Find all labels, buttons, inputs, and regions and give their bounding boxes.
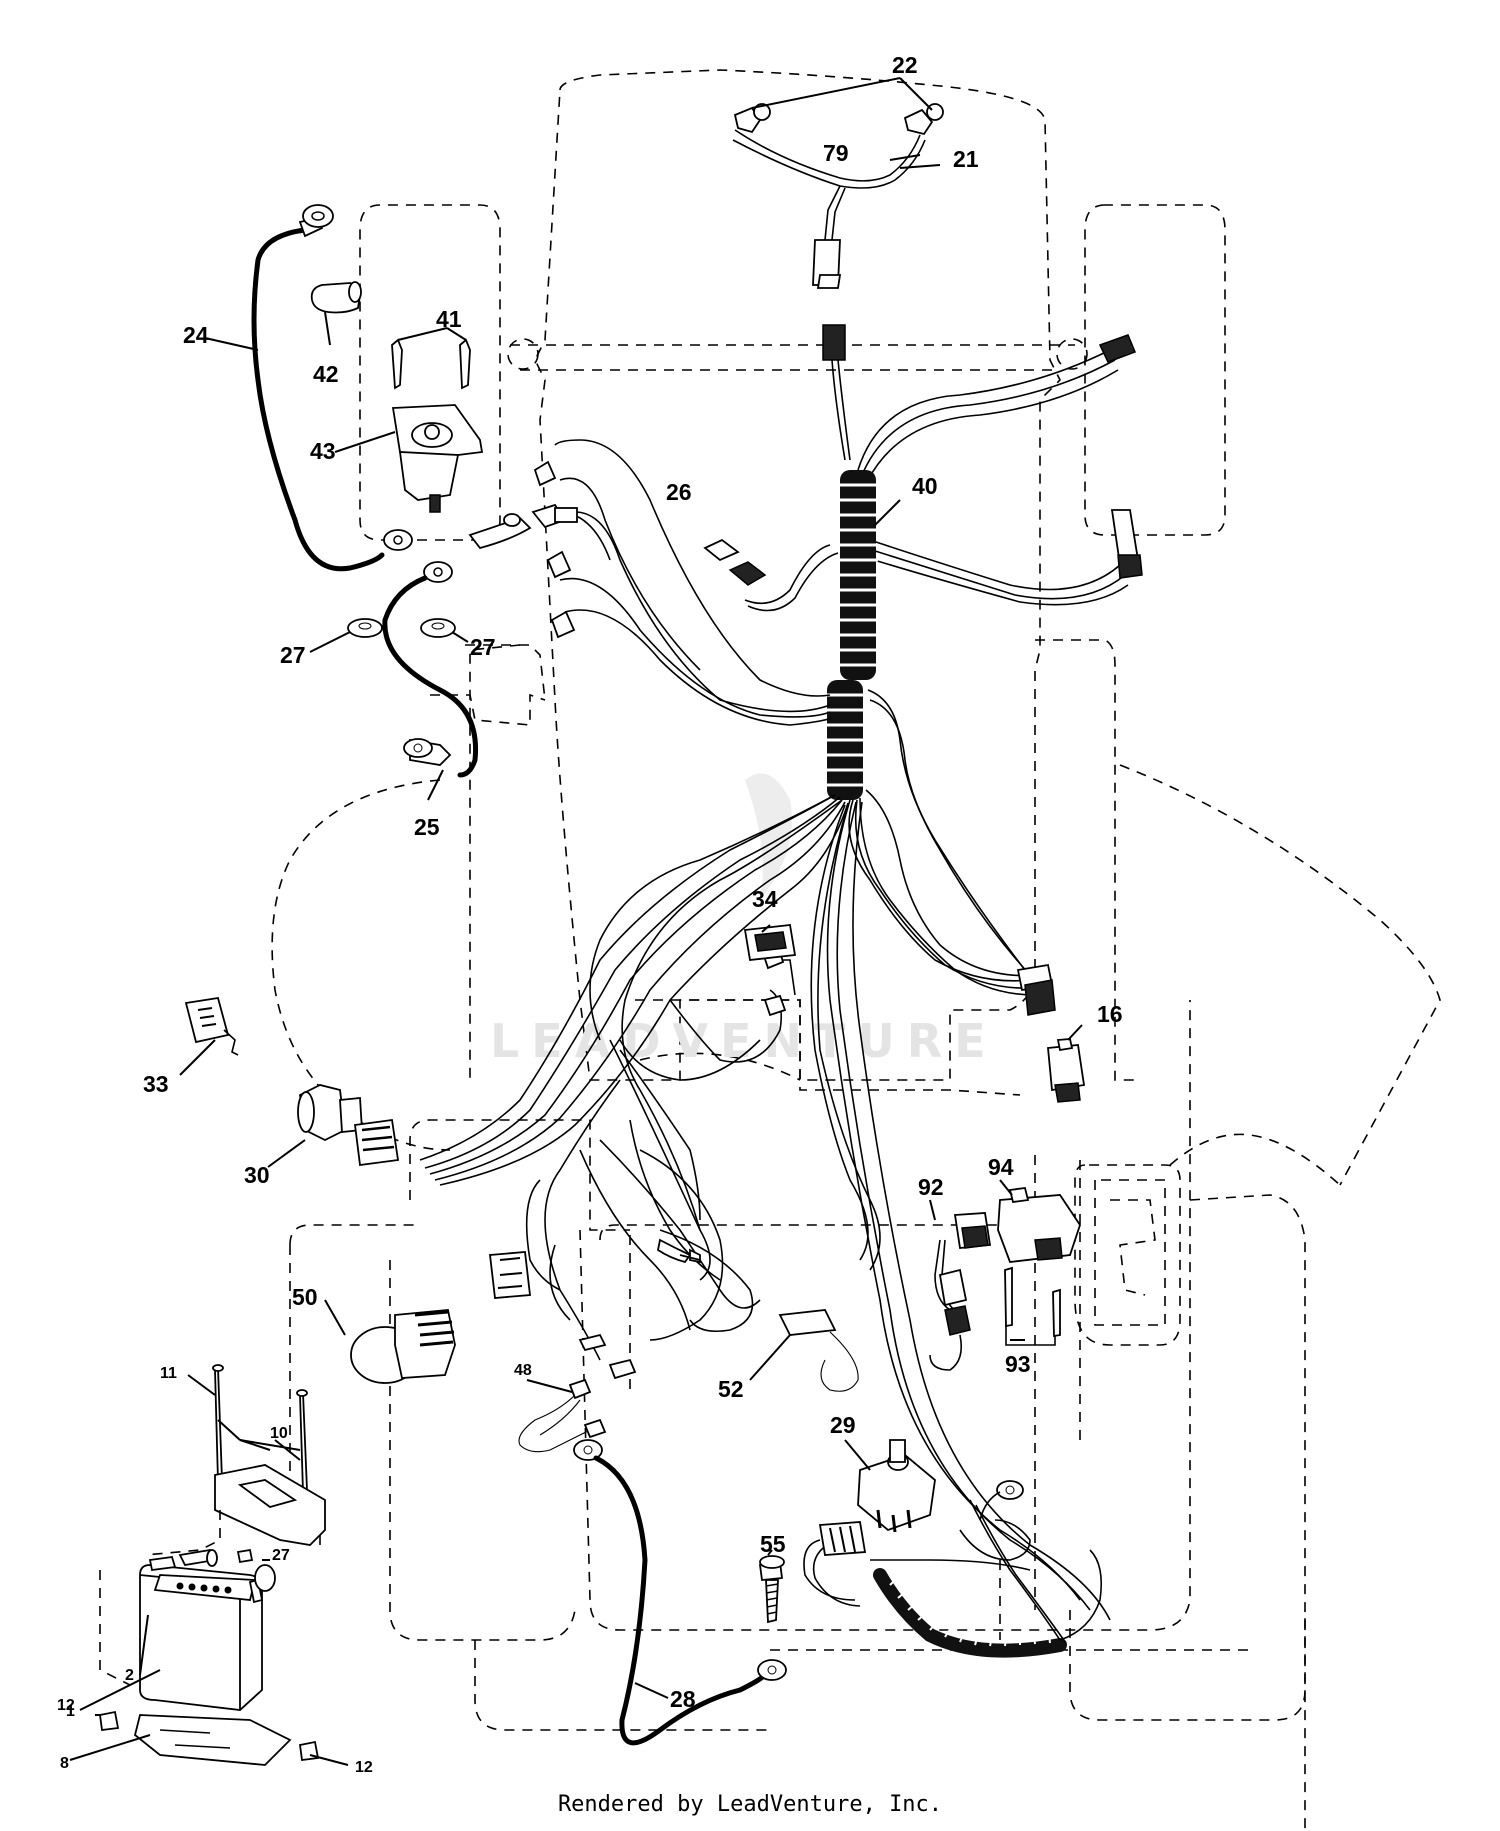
callout-25: 25: [414, 814, 440, 840]
callout-29: 29: [830, 1412, 856, 1438]
callout-94: 94: [988, 1154, 1014, 1180]
callout-48: 48: [514, 1362, 532, 1379]
leader-lines: [69, 77, 1083, 1766]
callout-27-right: 27: [470, 634, 496, 660]
callouts: 22 79 21 24 42 41 43 27 27 25 26 40 34 3…: [57, 52, 1123, 1776]
callout-40: 40: [912, 473, 938, 499]
corrugated-loom-lower: [825, 680, 865, 800]
chassis-outline: [271, 69, 1441, 1831]
callout-12-right: 12: [355, 1759, 373, 1776]
callout-34: 34: [752, 886, 778, 912]
ignition-key-33: [184, 996, 239, 1056]
callout-50: 50: [292, 1284, 318, 1310]
callout-33: 33: [143, 1071, 169, 1097]
left-terminals: [531, 460, 578, 639]
callout-43: 43: [310, 438, 336, 464]
starter-solenoid-group: [251, 204, 532, 778]
relay-29: [803, 1439, 1103, 1658]
coiled-cord: [873, 1568, 1067, 1658]
main-harness-loom: [544, 334, 1143, 800]
callout-24: 24: [183, 322, 209, 348]
callout-8: 8: [60, 1755, 69, 1772]
callout-41: 41: [436, 306, 462, 332]
fuse-26: [703, 538, 767, 586]
callout-2: 2: [125, 1667, 134, 1684]
callout-93: 93: [1005, 1351, 1031, 1377]
callout-22: 22: [892, 52, 918, 78]
seat-switch-pigtail-48: [518, 1378, 607, 1453]
callout-21: 21: [953, 146, 979, 172]
callout-55: 55: [760, 1531, 786, 1557]
callout-1: 1: [66, 1703, 75, 1720]
pto-switch-50: [350, 1251, 532, 1384]
harness-connectors: [578, 943, 1056, 1380]
callout-27-battery: 27: [272, 1547, 290, 1564]
front-harness-connector: [822, 324, 851, 461]
dash-wiring: [419, 689, 1111, 1621]
headlight-assembly: [732, 103, 944, 289]
corrugated-loom-upper: [838, 470, 878, 680]
safety-switch-16: [1047, 1038, 1086, 1103]
component-52: [778, 1309, 859, 1392]
callout-42: 42: [313, 361, 339, 387]
battery-assembly: [98, 1364, 326, 1766]
battery-cable-28: [573, 1439, 787, 1746]
ignition-switch-30: [297, 1084, 400, 1167]
callout-26: 26: [666, 479, 692, 505]
render-credit-footer: Rendered by LeadVenture, Inc.: [557, 1792, 943, 1817]
callout-52: 52: [718, 1376, 744, 1402]
module-92-94-93: [929, 1187, 1081, 1371]
callout-30: 30: [244, 1162, 270, 1188]
callout-16: 16: [1097, 1001, 1123, 1027]
watermark-text: LEADVENTURE: [490, 1014, 998, 1068]
bolt-55: [758, 1555, 785, 1624]
light-switch-34: [743, 924, 797, 961]
callout-27-left: 27: [280, 642, 306, 668]
callout-10: 10: [270, 1425, 288, 1442]
callout-79: 79: [823, 140, 849, 166]
callout-92: 92: [918, 1174, 944, 1200]
callout-12-left: 12: [57, 1697, 75, 1714]
callout-11: 11: [160, 1365, 177, 1382]
callout-28: 28: [670, 1686, 696, 1712]
